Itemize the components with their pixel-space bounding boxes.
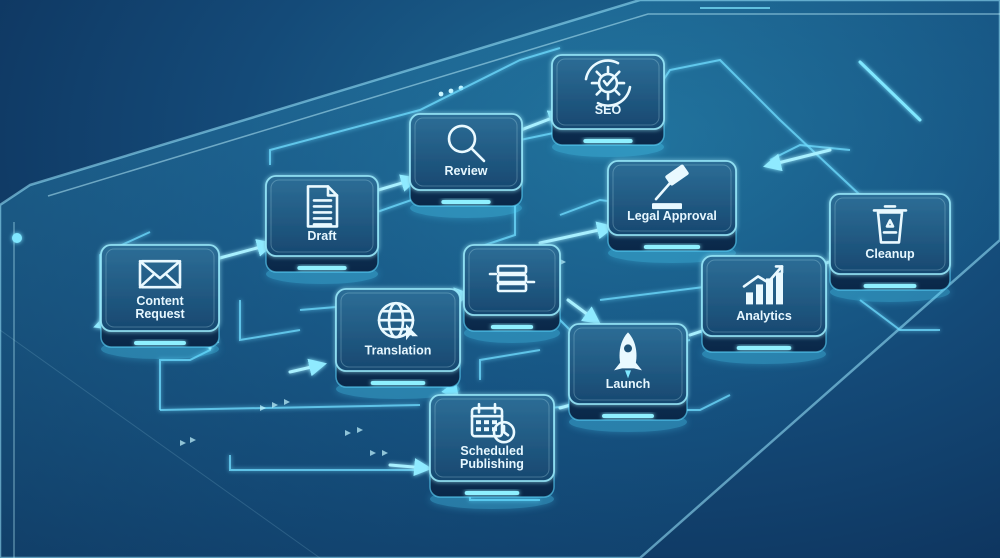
node-label-draft: Draft [307,229,337,243]
node-launch: Launch [568,323,688,432]
document-icon [306,185,339,228]
node-analytics: Analytics [701,255,827,364]
node-label-scheduled-publishing-2: Publishing [460,457,524,471]
node-cleanup: Cleanup [829,193,951,302]
node-label-cleanup: Cleanup [865,247,915,261]
arrow-into-translation [288,358,328,377]
arrow-stack-to-legal [538,221,616,245]
node-label-content-request-2: Request [135,307,185,321]
node-label-launch: Launch [606,377,650,391]
node-review: Review [409,113,523,218]
node-label-legal-approval: Legal Approval [627,209,717,223]
trash-icon [872,205,908,244]
arrow-into-scheduled [388,458,433,477]
rocket-icon [614,332,642,379]
magnifier-icon [447,124,486,163]
node-label-review: Review [444,164,487,178]
node-translation: Translation [335,288,461,399]
node-stack [463,244,561,343]
arrow-stack-to-launch [566,298,601,325]
stack-icon [488,264,536,293]
node-label-translation: Translation [365,344,432,358]
arrow-to-legal [763,148,832,172]
indicator-dot [448,88,454,94]
node-legal-approval: Legal Approval [607,160,737,263]
bar-chart-icon [742,265,784,305]
gavel-icon [652,164,689,210]
globe-icon [377,301,418,343]
node-draft: Draft [265,175,379,284]
node-label-analytics: Analytics [736,309,792,323]
indicator-dot [438,91,444,97]
node-label-content-request-1: Content [136,294,184,308]
calendar-clock-icon [470,402,516,444]
node-seo: SEO [551,54,665,157]
gear-refresh-icon [584,59,632,107]
indicator-dot [12,233,22,243]
node-label-scheduled-publishing-1: Scheduled [460,444,523,458]
node-label-seo: SEO [595,103,622,117]
envelope-icon [138,259,182,289]
